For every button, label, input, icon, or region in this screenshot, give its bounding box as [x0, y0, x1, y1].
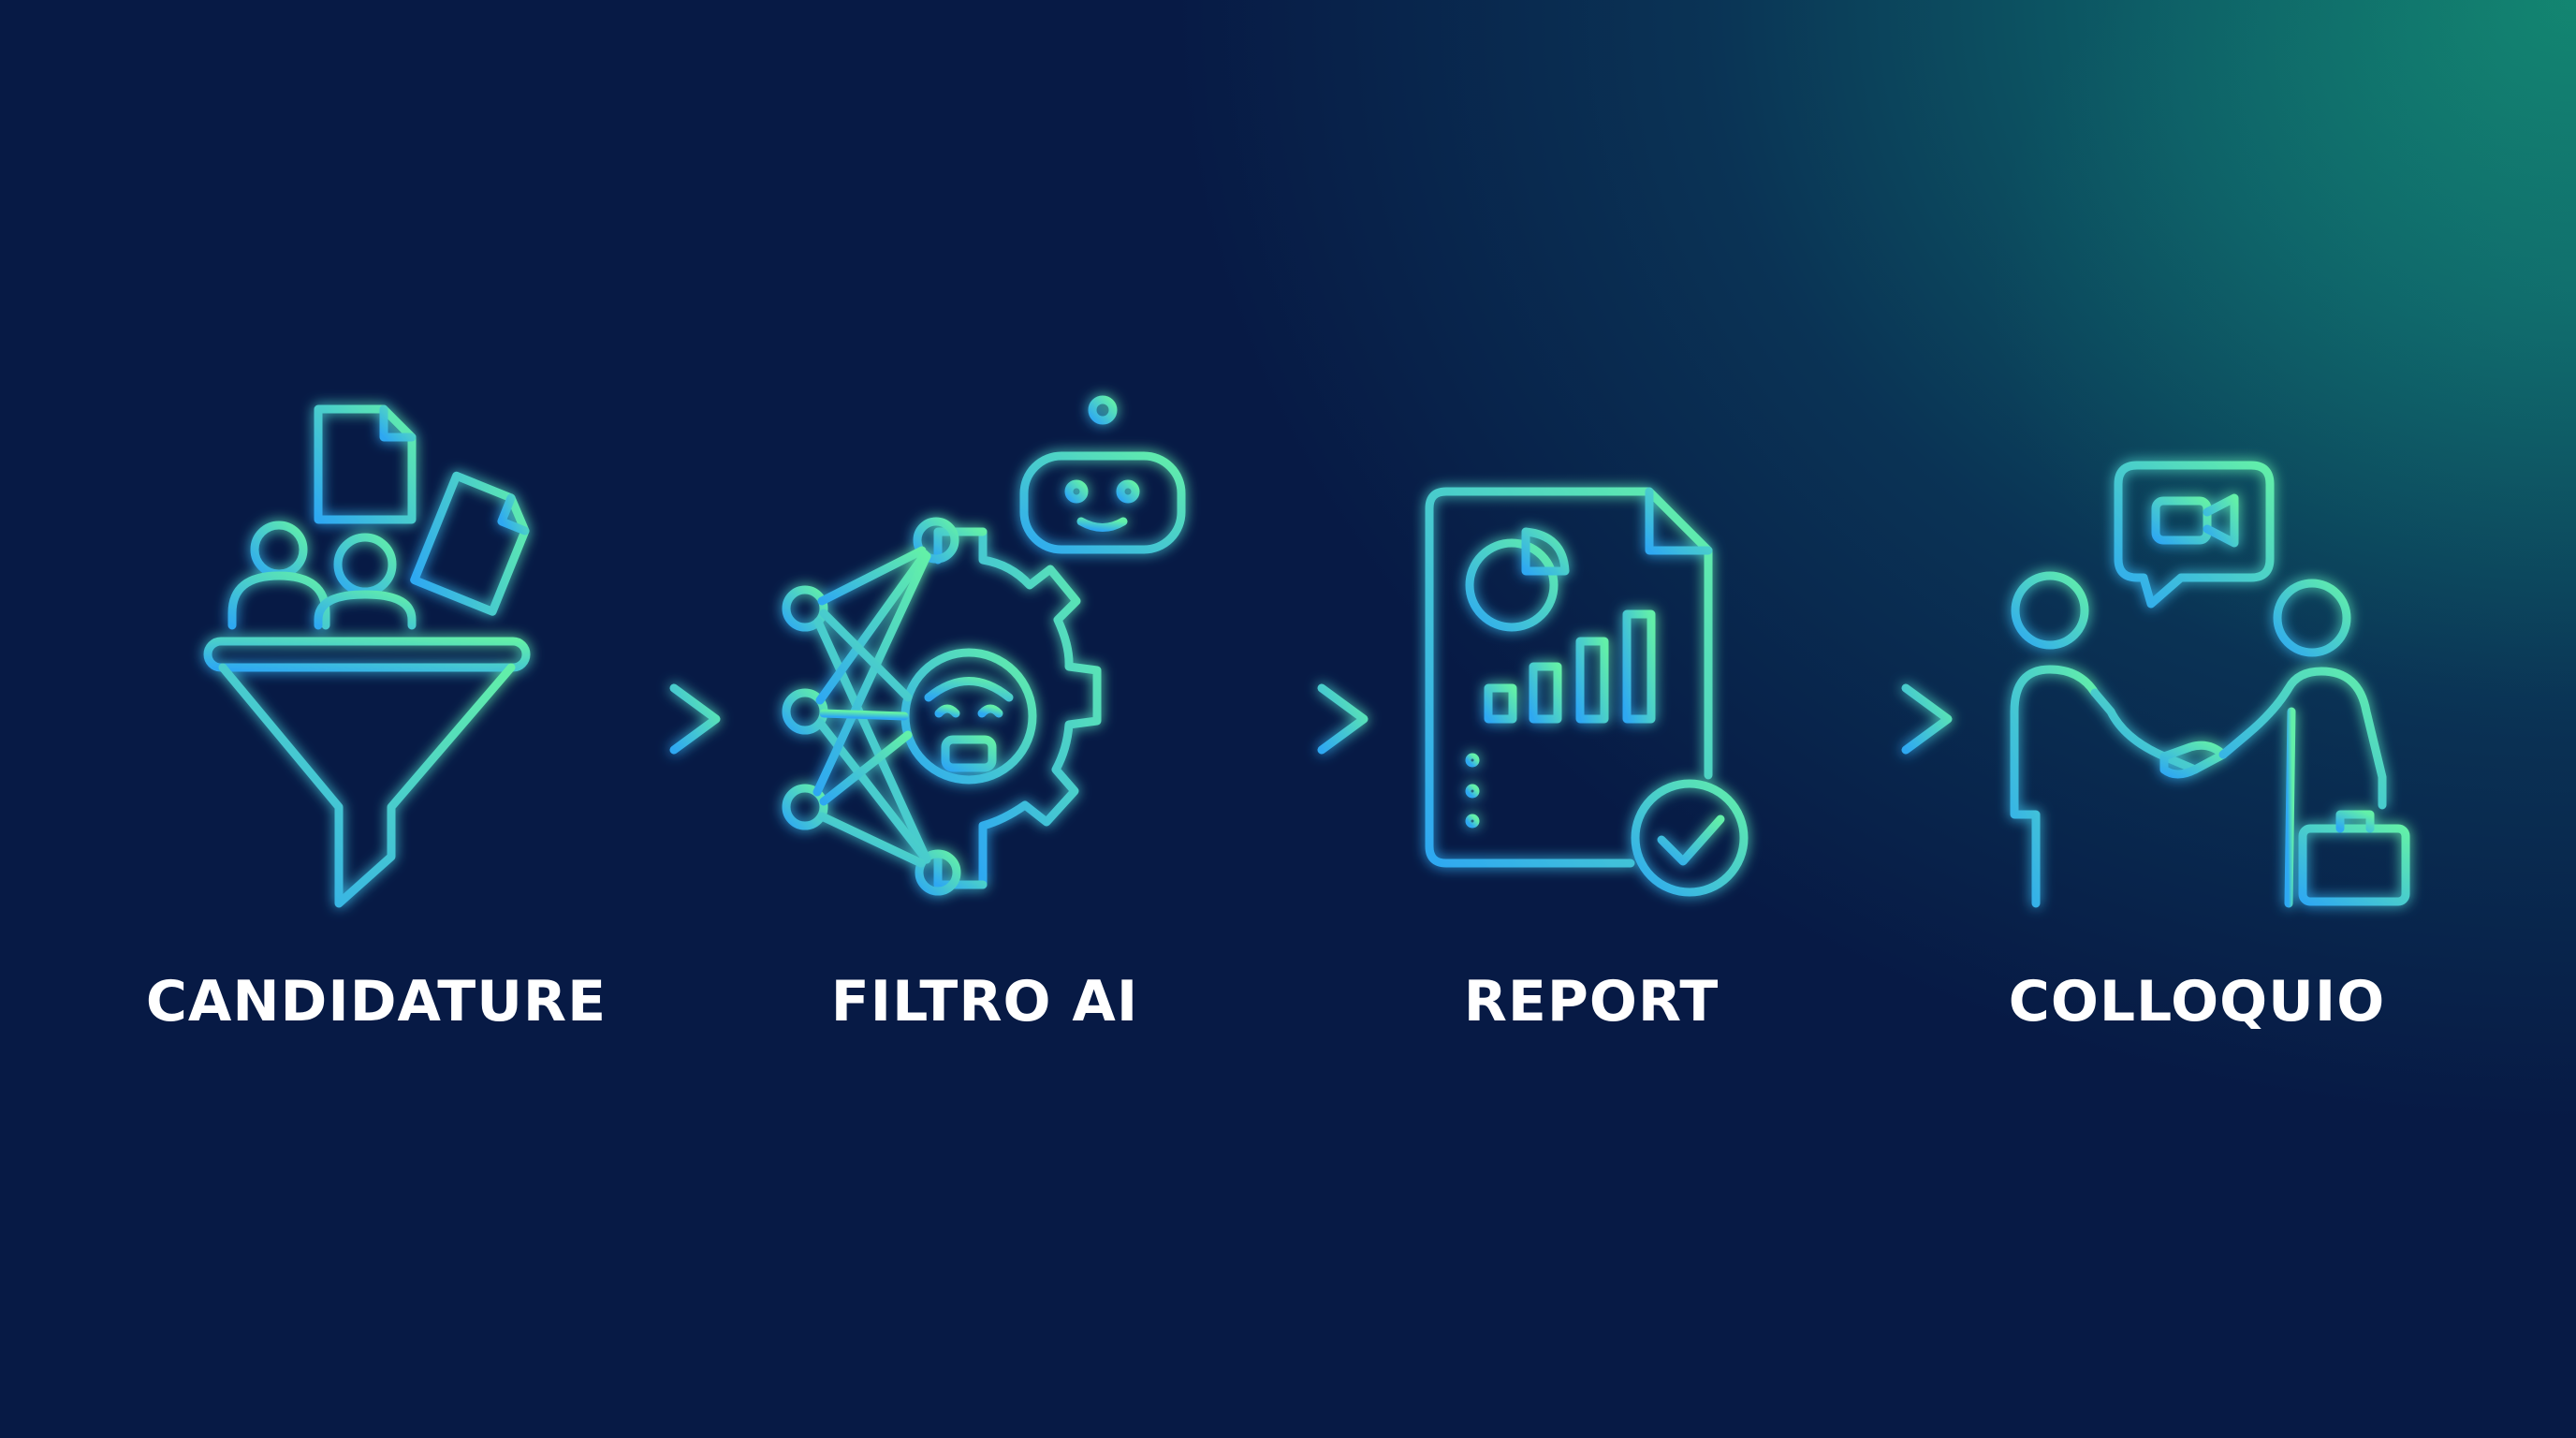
step-label-candidature: CANDIDATURE [145, 969, 607, 1034]
arrow-3 [1798, 683, 1953, 755]
report-document-icon [1425, 487, 1749, 897]
step-label-colloquio: COLLOQUIO [2008, 969, 2386, 1034]
handshake-interview-icon [2010, 461, 2410, 908]
arrow-1 [566, 683, 721, 755]
step-label-report: REPORT [1463, 969, 1720, 1034]
funnel-icon [203, 404, 531, 908]
ai-gear-robot-icon [782, 395, 1193, 896]
step-label-filtro-ai: FILTRO AI [830, 969, 1139, 1034]
arrow-2 [1214, 683, 1368, 755]
